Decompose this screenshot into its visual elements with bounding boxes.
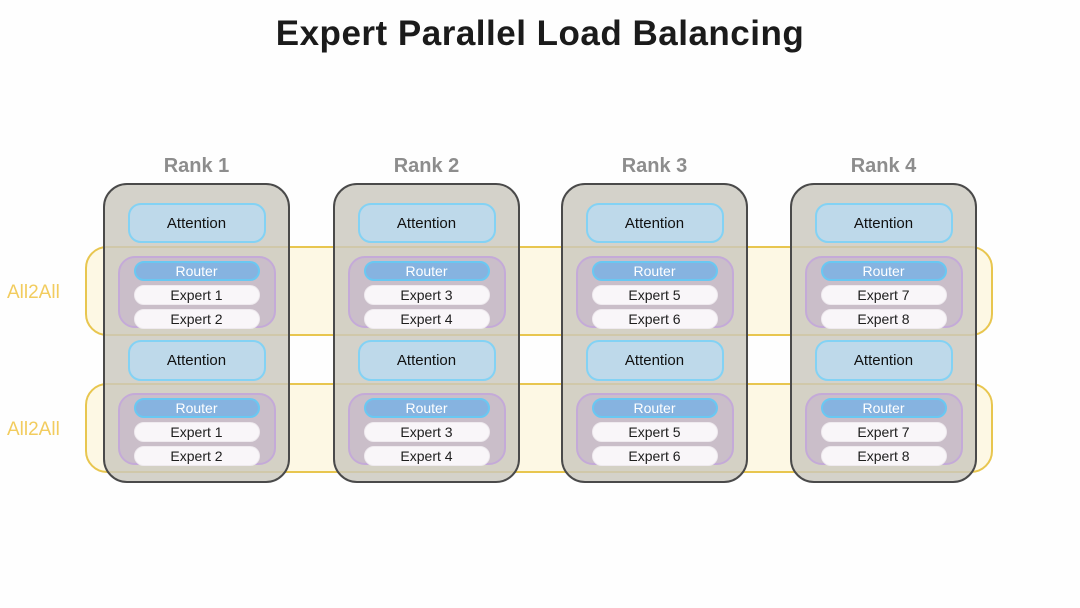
rank-2-column: Attention Router Expert 3 Expert 4 Atten…	[333, 183, 520, 483]
rank-3-label: Rank 3	[621, 155, 688, 177]
moe-block: Router Expert 3 Expert 4	[347, 393, 506, 466]
all2all-label-1: All2All	[7, 282, 60, 303]
moe-block: Router Expert 3 Expert 4	[347, 256, 506, 329]
router-block: Router	[591, 398, 718, 418]
router-block: Router	[363, 261, 490, 281]
moe-block: Router Expert 5 Expert 6	[575, 393, 734, 466]
attention-block: Attention	[585, 340, 724, 381]
moe-block: Router Expert 5 Expert 6	[575, 256, 734, 329]
diagram-title: Expert Parallel Load Balancing	[275, 14, 805, 53]
moe-block: Router Expert 7 Expert 8	[804, 393, 963, 466]
expert-block: Expert 5	[591, 285, 718, 305]
expert-block: Expert 3	[363, 422, 490, 442]
router-block: Router	[133, 398, 260, 418]
expert-block: Expert 7	[820, 285, 947, 305]
moe-block: Router Expert 1 Expert 2	[117, 393, 276, 466]
expert-block: Expert 3	[363, 285, 490, 305]
router-block: Router	[820, 398, 947, 418]
attention-block: Attention	[357, 203, 496, 243]
attention-block: Attention	[585, 203, 724, 243]
attention-block: Attention	[357, 340, 496, 381]
all2all-label-2: All2All	[7, 419, 60, 440]
expert-block: Expert 7	[820, 422, 947, 442]
rank-2-label: Rank 2	[393, 155, 460, 177]
expert-block: Expert 8	[820, 309, 947, 329]
expert-block: Expert 1	[133, 285, 260, 305]
attention-block: Attention	[127, 203, 266, 243]
expert-block: Expert 6	[591, 309, 718, 329]
expert-block: Expert 6	[591, 446, 718, 466]
router-block: Router	[133, 261, 260, 281]
expert-block: Expert 4	[363, 309, 490, 329]
expert-block: Expert 2	[133, 446, 260, 466]
rank-4-label: Rank 4	[850, 155, 917, 177]
expert-block: Expert 4	[363, 446, 490, 466]
rank-4-column: Attention Router Expert 7 Expert 8 Atten…	[790, 183, 977, 483]
moe-block: Router Expert 7 Expert 8	[804, 256, 963, 329]
router-block: Router	[363, 398, 490, 418]
expert-block: Expert 8	[820, 446, 947, 466]
rank-3-column: Attention Router Expert 5 Expert 6 Atten…	[561, 183, 748, 483]
router-block: Router	[820, 261, 947, 281]
expert-block: Expert 1	[133, 422, 260, 442]
expert-block: Expert 5	[591, 422, 718, 442]
moe-block: Router Expert 1 Expert 2	[117, 256, 276, 329]
router-block: Router	[591, 261, 718, 281]
attention-block: Attention	[814, 203, 953, 243]
rank-1-label: Rank 1	[163, 155, 230, 177]
expert-block: Expert 2	[133, 309, 260, 329]
attention-block: Attention	[127, 340, 266, 381]
rank-1-column: Attention Router Expert 1 Expert 2 Atten…	[103, 183, 290, 483]
attention-block: Attention	[814, 340, 953, 381]
